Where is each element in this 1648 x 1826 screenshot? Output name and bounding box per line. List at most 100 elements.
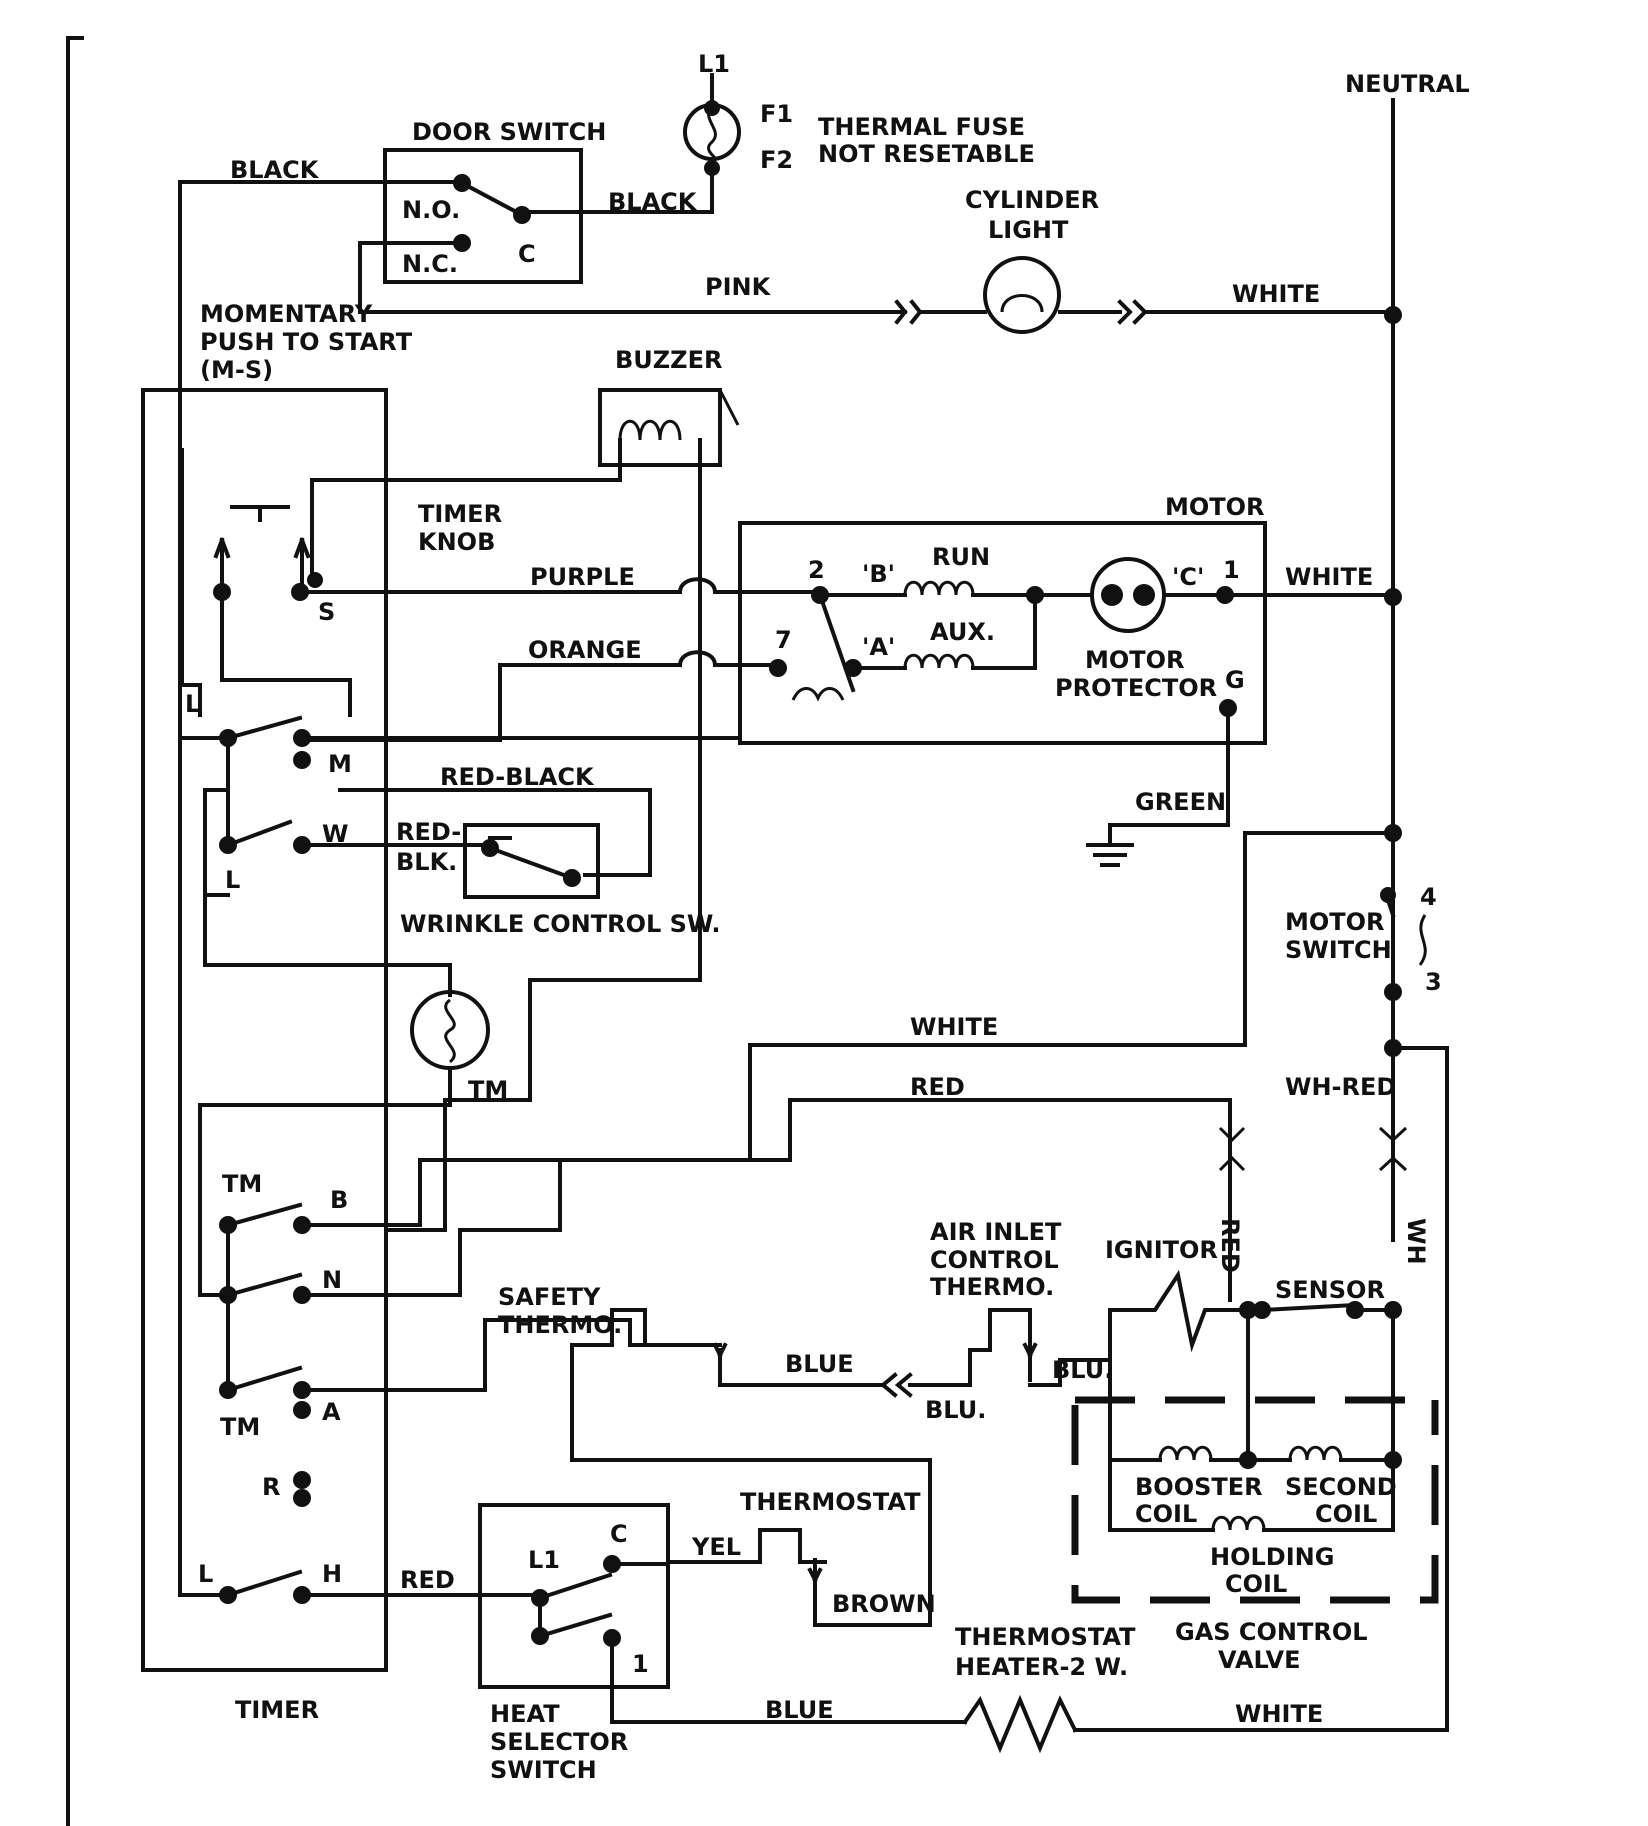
label-motor: MOTOR bbox=[1165, 493, 1265, 521]
label-neutral: NEUTRAL bbox=[1345, 70, 1470, 98]
connector-left bbox=[894, 299, 923, 325]
label-thermal-fuse: THERMAL FUSE bbox=[818, 113, 1025, 141]
label-purple: PURPLE bbox=[530, 563, 635, 591]
label-red-black: RED-BLACK bbox=[440, 763, 595, 791]
label-wh-red: WH-RED bbox=[1285, 1073, 1396, 1101]
blue-connector bbox=[879, 1372, 913, 1398]
timer-r-contact-1 bbox=[293, 1471, 311, 1489]
label-not-resetable: NOT RESETABLE bbox=[818, 140, 1035, 168]
tm-return bbox=[198, 1066, 452, 1297]
thermostat-arrow bbox=[807, 1567, 823, 1583]
label-red-vertical: RED bbox=[1216, 1218, 1244, 1273]
label-g: G bbox=[1225, 666, 1245, 694]
cylinder-light-bulb bbox=[983, 256, 1061, 334]
timer-r-contact-2 bbox=[293, 1489, 311, 1507]
label-motor-protector: MOTOR bbox=[1085, 646, 1185, 674]
motor-switch-4 bbox=[1380, 887, 1396, 903]
buzzer-box bbox=[598, 388, 722, 467]
label-black-right: BLACK bbox=[608, 188, 698, 216]
timer-knob-arrows bbox=[220, 538, 304, 597]
timer-motor-symbol bbox=[444, 998, 456, 1064]
label-hs-l1: L1 bbox=[528, 1546, 560, 1574]
ignitor-wire bbox=[1108, 1269, 1250, 1462]
holding-lead-right bbox=[1262, 1458, 1395, 1532]
label-switch: SWITCH bbox=[1285, 936, 1392, 964]
label-m: M bbox=[328, 750, 352, 778]
label-s: S bbox=[318, 598, 335, 626]
red-black-wire bbox=[338, 788, 652, 877]
label-second-coil: COIL bbox=[1315, 1500, 1377, 1528]
label-a-quote: 'A' bbox=[862, 633, 895, 661]
label-sensor: SENSOR bbox=[1275, 1276, 1385, 1304]
thermostat-heater bbox=[962, 1694, 1078, 1754]
gas-valve-dash-box bbox=[1071, 1400, 1439, 1604]
label-red-low: RED bbox=[400, 1566, 455, 1594]
label-timer-bottom: TIMER bbox=[235, 1696, 319, 1724]
blu-wire-right bbox=[1028, 1358, 1112, 1387]
label-hs-1: 1 bbox=[632, 1650, 649, 1678]
label-no: N.O. bbox=[402, 196, 460, 224]
door-switch-blade bbox=[459, 180, 525, 218]
label-t7: 7 bbox=[775, 626, 792, 654]
thermostat-body bbox=[666, 1528, 827, 1564]
label-brown: BROWN bbox=[832, 1590, 936, 1618]
timer-knob-symbol bbox=[230, 505, 290, 522]
timer-l-low-feed bbox=[178, 448, 230, 1597]
buzzer-arm bbox=[718, 389, 740, 426]
label-safety-thermo: THERMO. bbox=[498, 1311, 622, 1339]
black-wire-left bbox=[178, 180, 464, 452]
timer-m-contact-b bbox=[293, 751, 311, 769]
label-t1: 1 bbox=[1223, 556, 1240, 584]
label-c-quote: 'C' bbox=[1172, 563, 1204, 591]
red-mid-wire bbox=[300, 1098, 1232, 1297]
wrinkle-control-switch-box bbox=[463, 823, 600, 899]
label-tm2: TM bbox=[220, 1413, 260, 1441]
label-door-switch: DOOR SWITCH bbox=[412, 118, 606, 146]
label-yel: YEL bbox=[691, 1533, 741, 1561]
sensor-blade bbox=[1259, 1302, 1358, 1313]
label-buzzer: BUZZER bbox=[615, 346, 722, 374]
fuse-f1-terminal bbox=[704, 100, 720, 116]
wh-connector bbox=[1378, 1126, 1408, 1172]
timer-n-blade bbox=[225, 1272, 303, 1298]
label-green: GREEN bbox=[1135, 788, 1226, 816]
air-inlet-thermo bbox=[908, 1308, 1032, 1387]
timer-box bbox=[141, 388, 388, 1672]
white-mid-wire bbox=[300, 831, 1395, 1227]
safety-thermo-loop bbox=[570, 1308, 932, 1627]
hs-blades bbox=[537, 1572, 613, 1639]
label-l1: L1 bbox=[698, 50, 730, 78]
timer-l-feed bbox=[180, 448, 202, 717]
label-holding-coil: COIL bbox=[1225, 1570, 1287, 1598]
label-heat: HEAT bbox=[490, 1700, 560, 1728]
label-booster: BOOSTER bbox=[1135, 1473, 1263, 1501]
label-w: W bbox=[322, 820, 348, 848]
label-orange: ORANGE bbox=[528, 636, 642, 664]
label-run: RUN bbox=[932, 543, 990, 571]
wrinkle-blade bbox=[487, 836, 575, 881]
motor-box bbox=[738, 521, 1267, 745]
blue-low-wire bbox=[610, 1636, 967, 1724]
label-motor-switch: MOTOR bbox=[1285, 908, 1385, 936]
motor-switch-actuator bbox=[1418, 914, 1427, 966]
junction-neutral-light bbox=[1384, 306, 1402, 324]
label-ms3: 3 bbox=[1425, 968, 1442, 996]
booster-coil bbox=[1158, 1445, 1213, 1461]
label-white-top: WHITE bbox=[1232, 280, 1320, 308]
green-ground-wire bbox=[1108, 706, 1230, 847]
tm-feed bbox=[203, 893, 452, 997]
label-timer: TIMER bbox=[418, 500, 502, 528]
label-f2: F2 bbox=[760, 146, 793, 174]
label-safety: SAFETY bbox=[498, 1283, 601, 1311]
label-ms: (M-S) bbox=[200, 356, 273, 384]
timer-s-terminal-2 bbox=[307, 572, 323, 588]
label-thermostat: THERMOSTAT bbox=[740, 1488, 921, 1516]
label-control: CONTROL bbox=[930, 1246, 1059, 1274]
orange-wire bbox=[298, 650, 780, 742]
aux-lead-right bbox=[971, 593, 1037, 670]
aux-winding bbox=[903, 653, 975, 669]
label-momentary: MOMENTARY bbox=[200, 300, 373, 328]
buzzer-lead-left bbox=[310, 438, 622, 582]
